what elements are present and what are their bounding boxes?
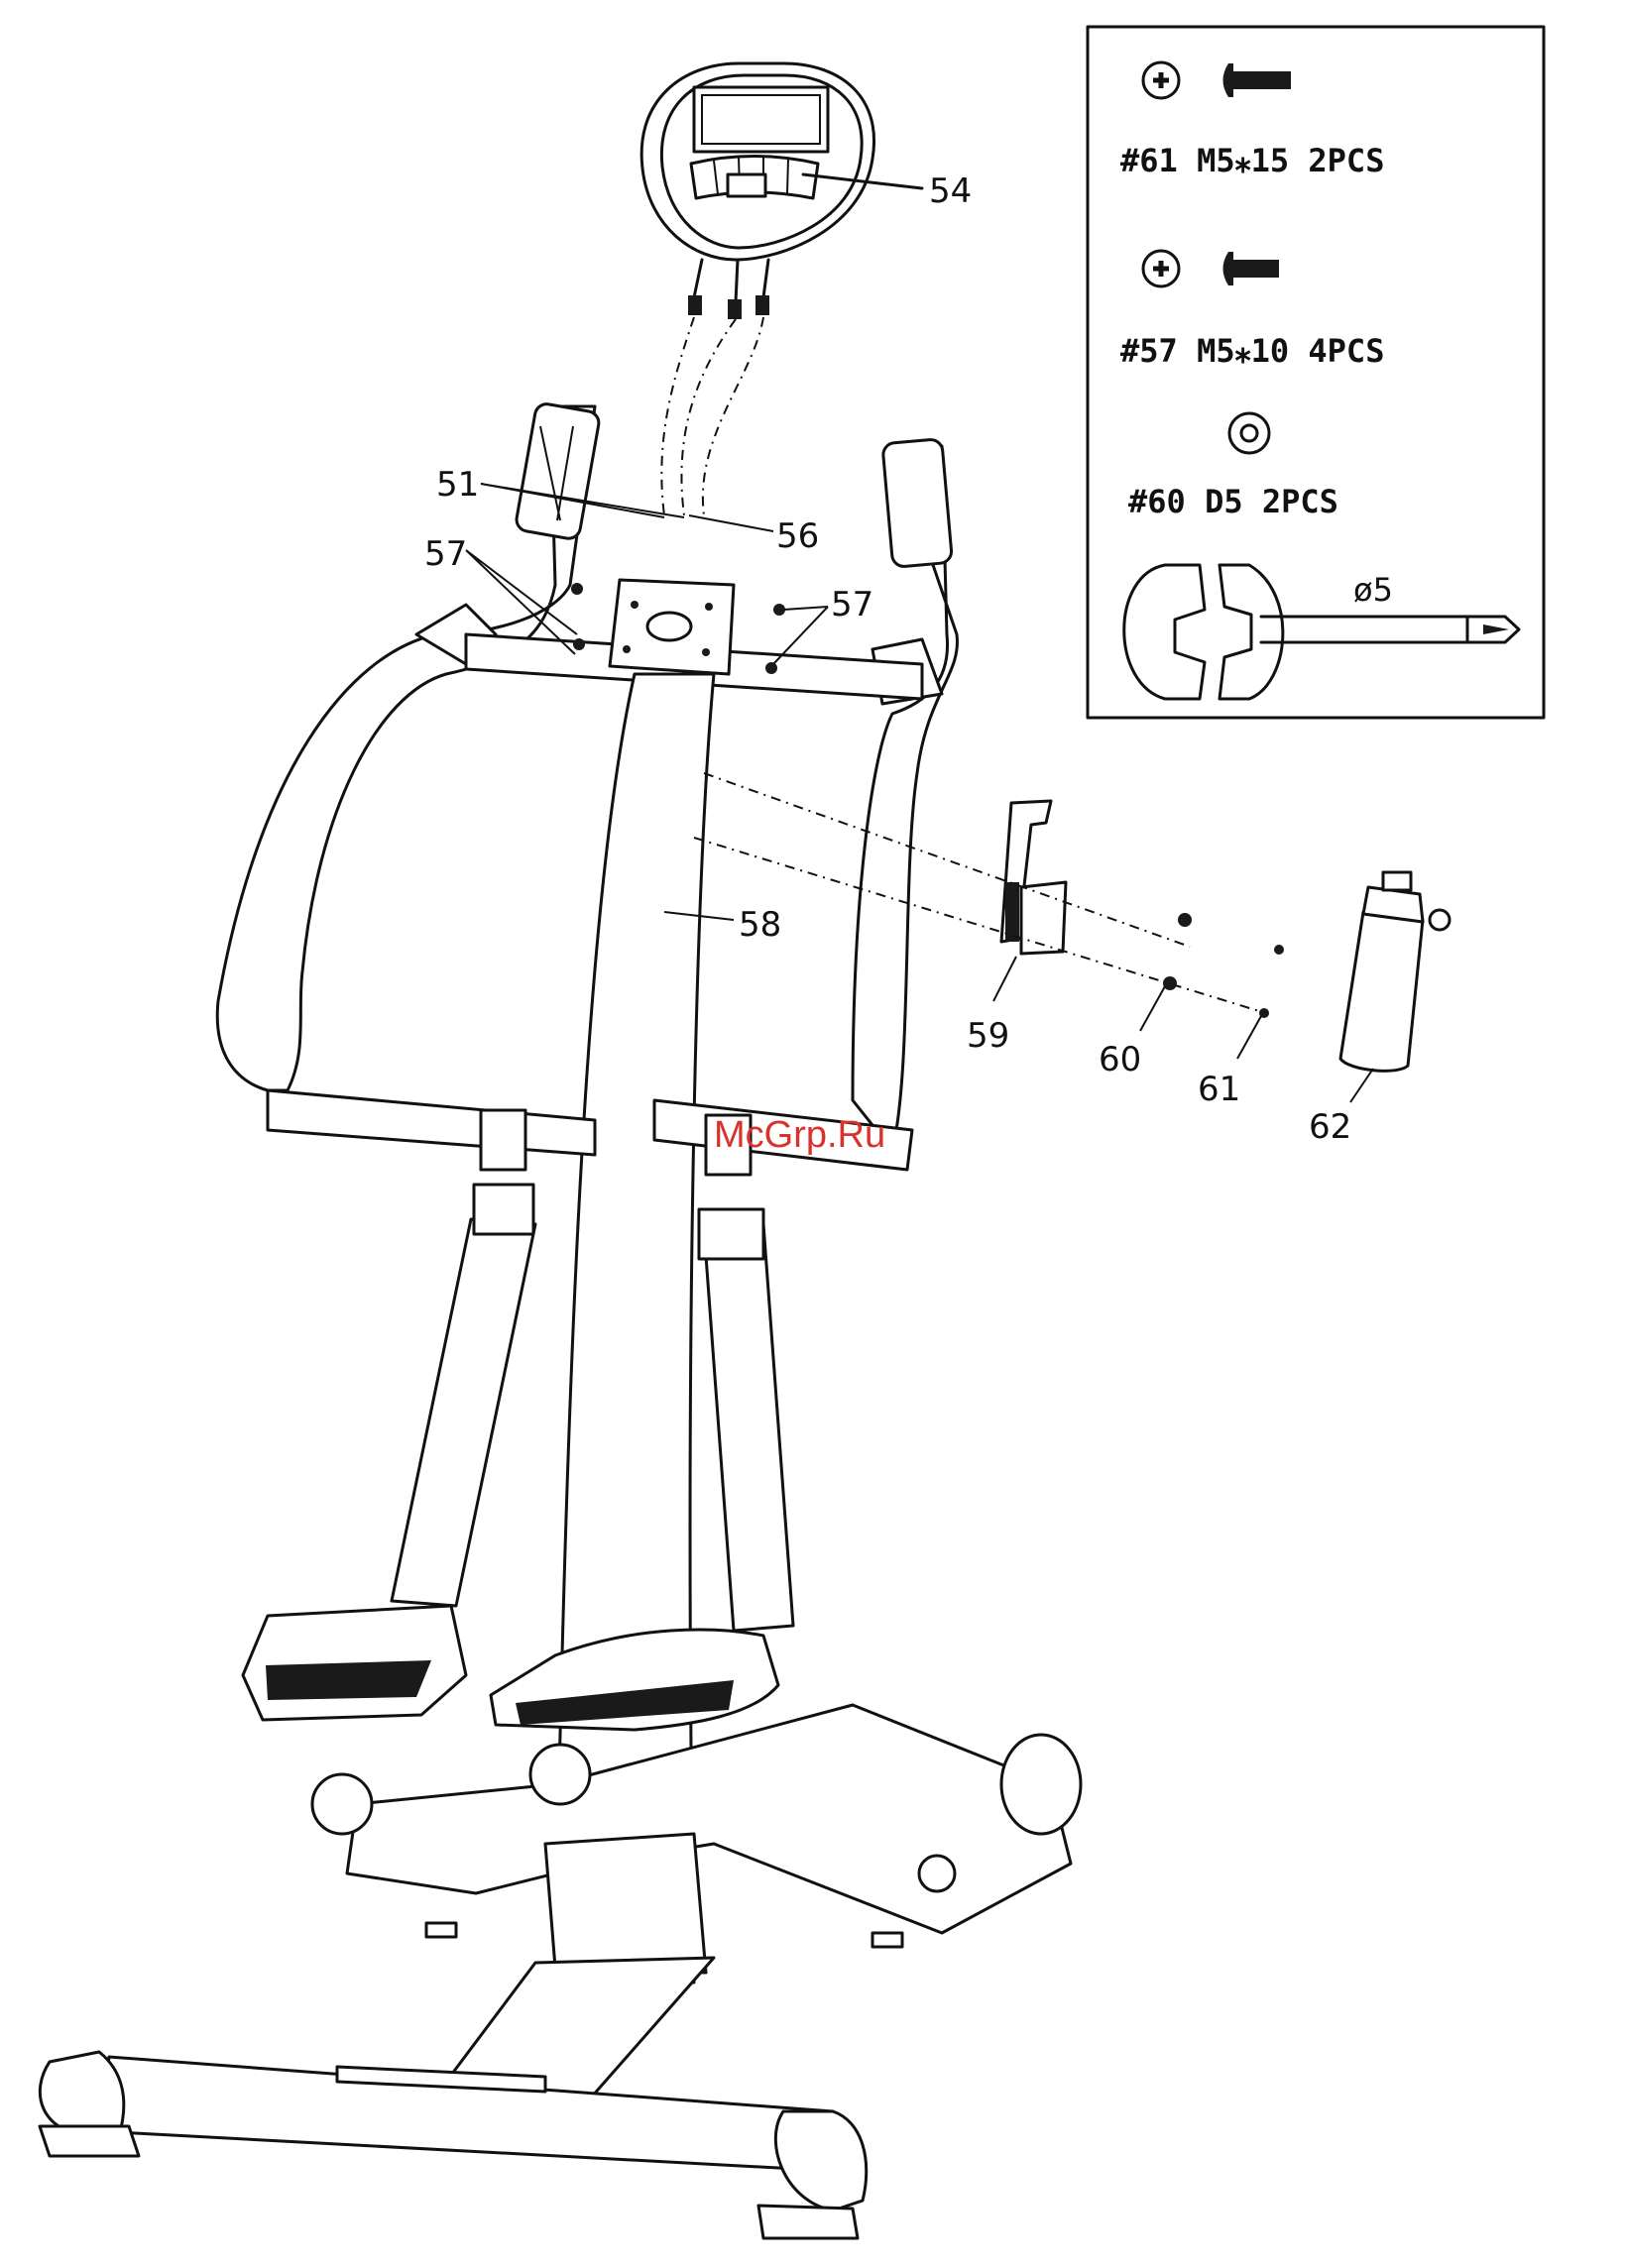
hardware-item-3: #60 D5 2PCS [1128, 483, 1338, 520]
leader-60 [1140, 986, 1165, 1031]
base-frame [40, 1705, 1081, 2238]
callout-62: 62 [1309, 1107, 1351, 1147]
hardware-item-2: #57 M5⁎10 4PCS [1120, 332, 1384, 370]
right-handlebar [853, 439, 957, 1150]
callout-61: 61 [1198, 1070, 1240, 1109]
cable-guide-lines [661, 317, 763, 515]
bolt-57 [573, 638, 585, 650]
bottle-cage [1001, 801, 1066, 954]
phillips-head-icon [1143, 251, 1179, 286]
callout-57-left: 57 [424, 534, 467, 574]
hardware-item-1: #61 M5⁎15 2PCS [1120, 142, 1384, 179]
washer-60 [1178, 913, 1192, 927]
leader-61 [1237, 1016, 1261, 1059]
tool-size-label: ø5 [1353, 571, 1393, 609]
leader-62 [1350, 1069, 1373, 1102]
bolt-57 [765, 662, 777, 674]
console-mount-plate [610, 580, 734, 674]
console-computer [641, 63, 873, 319]
leader-59 [993, 957, 1016, 1001]
leader-56 [689, 515, 773, 531]
console-display [694, 87, 828, 152]
console-buttons [691, 157, 818, 199]
left-pedal [243, 1606, 466, 1720]
phillips-head-icon [1143, 62, 1179, 98]
callout-51: 51 [436, 465, 479, 505]
bolt-57 [571, 583, 583, 595]
callout-54: 54 [929, 171, 972, 211]
right-pedal [491, 1630, 778, 1730]
screw-61 [1274, 945, 1284, 955]
callout-59: 59 [967, 1016, 1009, 1056]
washer-icon [1229, 413, 1269, 453]
water-bottle [1340, 872, 1450, 1071]
callout-58: 58 [739, 905, 781, 945]
hardware-legend-box: #61 M5⁎15 2PCS #57 M5⁎10 4PCS #60 D5 2PC… [1088, 27, 1544, 718]
callout-56: 56 [776, 516, 819, 556]
left-swing-arm [268, 1090, 595, 1606]
left-handlebar [217, 402, 601, 1090]
washer-60 [1163, 976, 1177, 990]
callout-60: 60 [1099, 1040, 1141, 1079]
cage-mount-guide [694, 773, 1259, 1011]
callout-57-right: 57 [831, 585, 873, 624]
watermark: McGrp.Ru [714, 1114, 885, 1156]
